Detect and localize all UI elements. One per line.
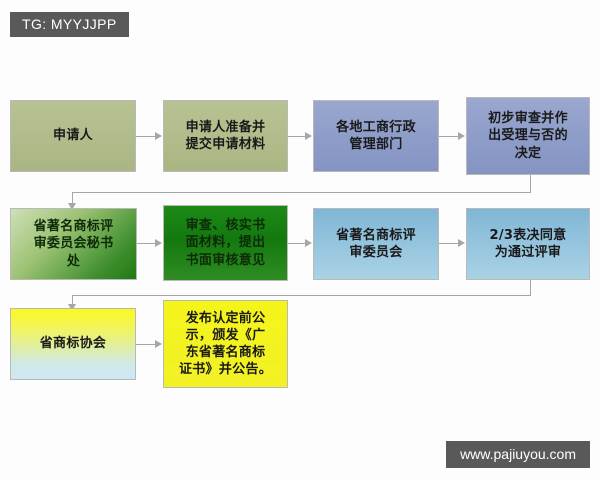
edge-prepare-to-local-aic bbox=[288, 136, 306, 137]
arrowhead-committee-to-vote bbox=[458, 239, 465, 247]
edge-row3-entry-down bbox=[72, 295, 73, 305]
arrowhead-local-aic-to-preliminary bbox=[458, 132, 465, 140]
node-review-committee-label: 省著名商标评 审委员会 bbox=[336, 227, 416, 260]
edge-verify-to-committee bbox=[288, 243, 306, 244]
node-verify-materials-label: 审查、核实书 面材料，提出 书面审核意见 bbox=[185, 218, 266, 268]
node-publicize-certificate[interactable]: 发布认定前公 示，颁发《广 东省著名商标 证书》并公告。 bbox=[163, 300, 288, 388]
arrowhead-row1-to-row2 bbox=[68, 203, 76, 210]
edge-row2-entry-down bbox=[72, 192, 73, 204]
node-two-thirds-vote-label: 2/3表决同意 为通过评审 bbox=[489, 227, 567, 260]
node-applicant[interactable]: 申请人 bbox=[10, 100, 136, 172]
node-secretariat[interactable]: 省著名商标评 审委员会秘书 处 bbox=[10, 208, 137, 280]
edge-preliminary-down bbox=[530, 175, 531, 192]
arrowhead-association-to-publicize bbox=[155, 340, 162, 348]
site-watermark: www.pajiuyou.com bbox=[446, 441, 590, 468]
arrowhead-prepare-to-local-aic bbox=[305, 132, 312, 140]
arrowhead-verify-to-committee bbox=[305, 239, 312, 247]
arrowhead-applicant-to-prepare bbox=[155, 132, 162, 140]
node-review-committee[interactable]: 省著名商标评 审委员会 bbox=[313, 208, 439, 280]
arrowhead-secretariat-to-verify bbox=[155, 239, 162, 247]
arrowhead-row2-to-row3 bbox=[68, 304, 76, 311]
node-preliminary-review-label: 初步审查并作 出受理与否的 决定 bbox=[488, 111, 568, 161]
node-prepare-submit-label: 申请人准备并 提交申请材料 bbox=[185, 119, 266, 152]
edge-secretariat-to-verify bbox=[137, 243, 156, 244]
edge-local-aic-to-preliminary bbox=[439, 136, 459, 137]
edge-row2-to-row3-horizontal bbox=[72, 295, 531, 296]
node-prepare-submit[interactable]: 申请人准备并 提交申请材料 bbox=[163, 100, 288, 172]
node-two-thirds-vote[interactable]: 2/3表决同意 为通过评审 bbox=[466, 208, 590, 280]
edge-applicant-to-prepare bbox=[136, 136, 156, 137]
edge-committee-to-vote bbox=[439, 243, 459, 244]
edge-association-to-publicize bbox=[136, 344, 156, 345]
node-preliminary-review[interactable]: 初步审查并作 出受理与否的 决定 bbox=[466, 97, 590, 175]
node-secretariat-label: 省著名商标评 审委员会秘书 处 bbox=[33, 219, 114, 269]
node-verify-materials[interactable]: 审查、核实书 面材料，提出 书面审核意见 bbox=[163, 205, 288, 281]
edge-row1-to-row2-horizontal bbox=[72, 192, 531, 193]
node-applicant-label: 申请人 bbox=[53, 128, 93, 144]
node-local-aic[interactable]: 各地工商行政 管理部门 bbox=[313, 100, 439, 172]
node-publicize-certificate-label: 发布认定前公 示，颁发《广 东省著名商标 证书》并公告。 bbox=[178, 310, 273, 378]
node-trademark-association[interactable]: 省商标协会 bbox=[10, 308, 136, 380]
tag-badge: TG: MYYJJPP bbox=[10, 12, 129, 37]
node-trademark-association-label: 省商标协会 bbox=[39, 336, 107, 352]
edge-vote-down bbox=[530, 280, 531, 295]
node-local-aic-label: 各地工商行政 管理部门 bbox=[336, 119, 416, 152]
